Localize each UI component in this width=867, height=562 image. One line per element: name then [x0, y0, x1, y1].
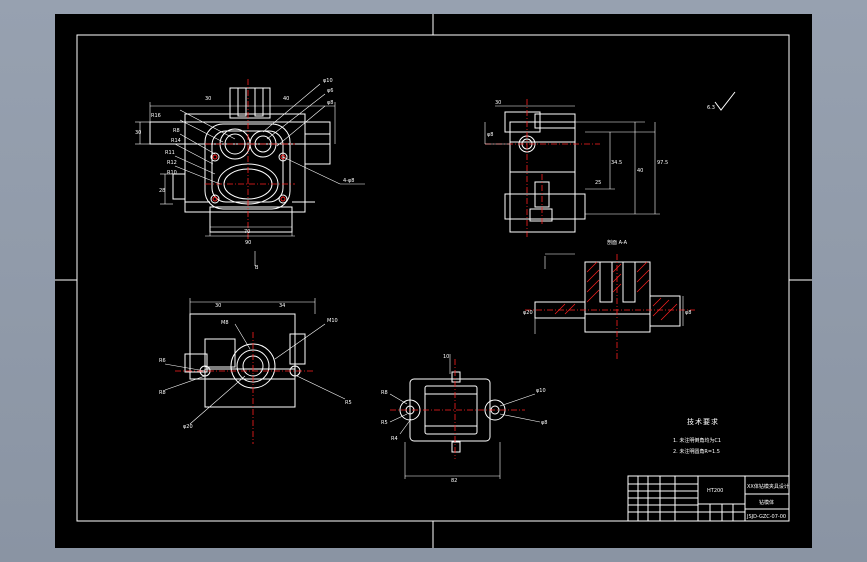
svg-text:10: 10: [443, 354, 449, 360]
svg-text:6.3: 6.3: [707, 105, 715, 111]
bottom-view: 82 R8 R5 R4 φ10 φ8 10: [381, 354, 547, 484]
svg-text:φ8: φ8: [487, 132, 493, 138]
svg-text:φ10: φ10: [536, 388, 546, 394]
part-name: 钻模体: [759, 499, 774, 506]
svg-text:R8: R8: [159, 390, 166, 396]
section-view: 剖面 A-A: [523, 239, 695, 359]
top-view: 30 34 R6 R8 φ20 M10 R5 M8: [159, 298, 352, 444]
svg-text:34: 34: [279, 303, 285, 309]
svg-text:90: 90: [245, 240, 251, 246]
svg-text:30: 30: [205, 96, 211, 102]
svg-text:25: 25: [595, 180, 601, 186]
svg-text:30: 30: [135, 130, 141, 136]
svg-text:97.5: 97.5: [657, 160, 668, 166]
sheet-frame: [55, 14, 812, 548]
side-view: 30 φ8 34.5 40 97.5 25 6.3: [484, 91, 736, 239]
svg-text:40: 40: [637, 168, 643, 174]
svg-text:34.5: 34.5: [611, 160, 622, 166]
svg-text:30: 30: [495, 100, 501, 106]
front-view: 30 40 R16 R8 R14 R11 R12 R10 φ10 φ6 φ8 4…: [135, 78, 365, 271]
drawing-sheet: 30 40 R16 R8 R14 R11 R12 R10 φ10 φ6 φ8 4…: [55, 14, 812, 548]
drawing-number: JSJD-GZC-07-00: [746, 514, 786, 520]
tech-note-item: 1. 未注明倒角均为C1: [673, 437, 721, 444]
svg-text:R8: R8: [173, 128, 180, 134]
svg-text:R16: R16: [151, 113, 161, 119]
section-hatching: [554, 261, 678, 321]
svg-text:φ10: φ10: [323, 78, 333, 84]
svg-text:4-φ8: 4-φ8: [343, 178, 354, 184]
svg-text:M8: M8: [221, 320, 229, 326]
drawing-title: XX体钻模夹具设计: [747, 483, 789, 490]
svg-text:R8: R8: [381, 390, 388, 396]
section-label: 剖面 A-A: [607, 239, 628, 246]
svg-text:30: 30: [215, 303, 221, 309]
cad-drawing: 30 40 R16 R8 R14 R11 R12 R10 φ10 φ6 φ8 4…: [55, 14, 812, 548]
detail-label: B: [255, 265, 259, 271]
svg-text:R5: R5: [381, 420, 388, 426]
roughness-icon: 6.3: [707, 91, 736, 111]
svg-text:M10: M10: [327, 318, 338, 324]
tech-note-item: 2. 未注明圆角R=1.5: [673, 448, 720, 455]
svg-text:R11: R11: [165, 150, 175, 156]
svg-text:φ8: φ8: [327, 100, 333, 106]
svg-text:φ6: φ6: [327, 88, 333, 94]
title-block: HT200 XX体钻模夹具设计 钻模体 JSJD-GZC-07-00: [627, 475, 790, 522]
tech-notes: 技术要求 1. 未注明倒角均为C1 2. 未注明圆角R=1.5: [673, 417, 721, 455]
svg-text:φ8: φ8: [541, 420, 547, 426]
tech-notes-title: 技术要求: [687, 417, 719, 426]
svg-text:40: 40: [283, 96, 289, 102]
svg-text:R6: R6: [159, 358, 166, 364]
svg-text:φ8: φ8: [685, 310, 691, 316]
material-cell: HT200: [707, 488, 723, 494]
svg-text:R4: R4: [391, 436, 398, 442]
svg-text:R12: R12: [167, 160, 177, 166]
svg-text:R14: R14: [171, 138, 181, 144]
svg-text:R5: R5: [345, 400, 352, 406]
svg-text:70: 70: [244, 229, 250, 235]
svg-text:φ20: φ20: [523, 310, 533, 316]
svg-text:R10: R10: [167, 170, 177, 176]
svg-text:28: 28: [159, 188, 165, 194]
svg-text:82: 82: [451, 478, 457, 484]
svg-text:φ20: φ20: [183, 424, 193, 430]
